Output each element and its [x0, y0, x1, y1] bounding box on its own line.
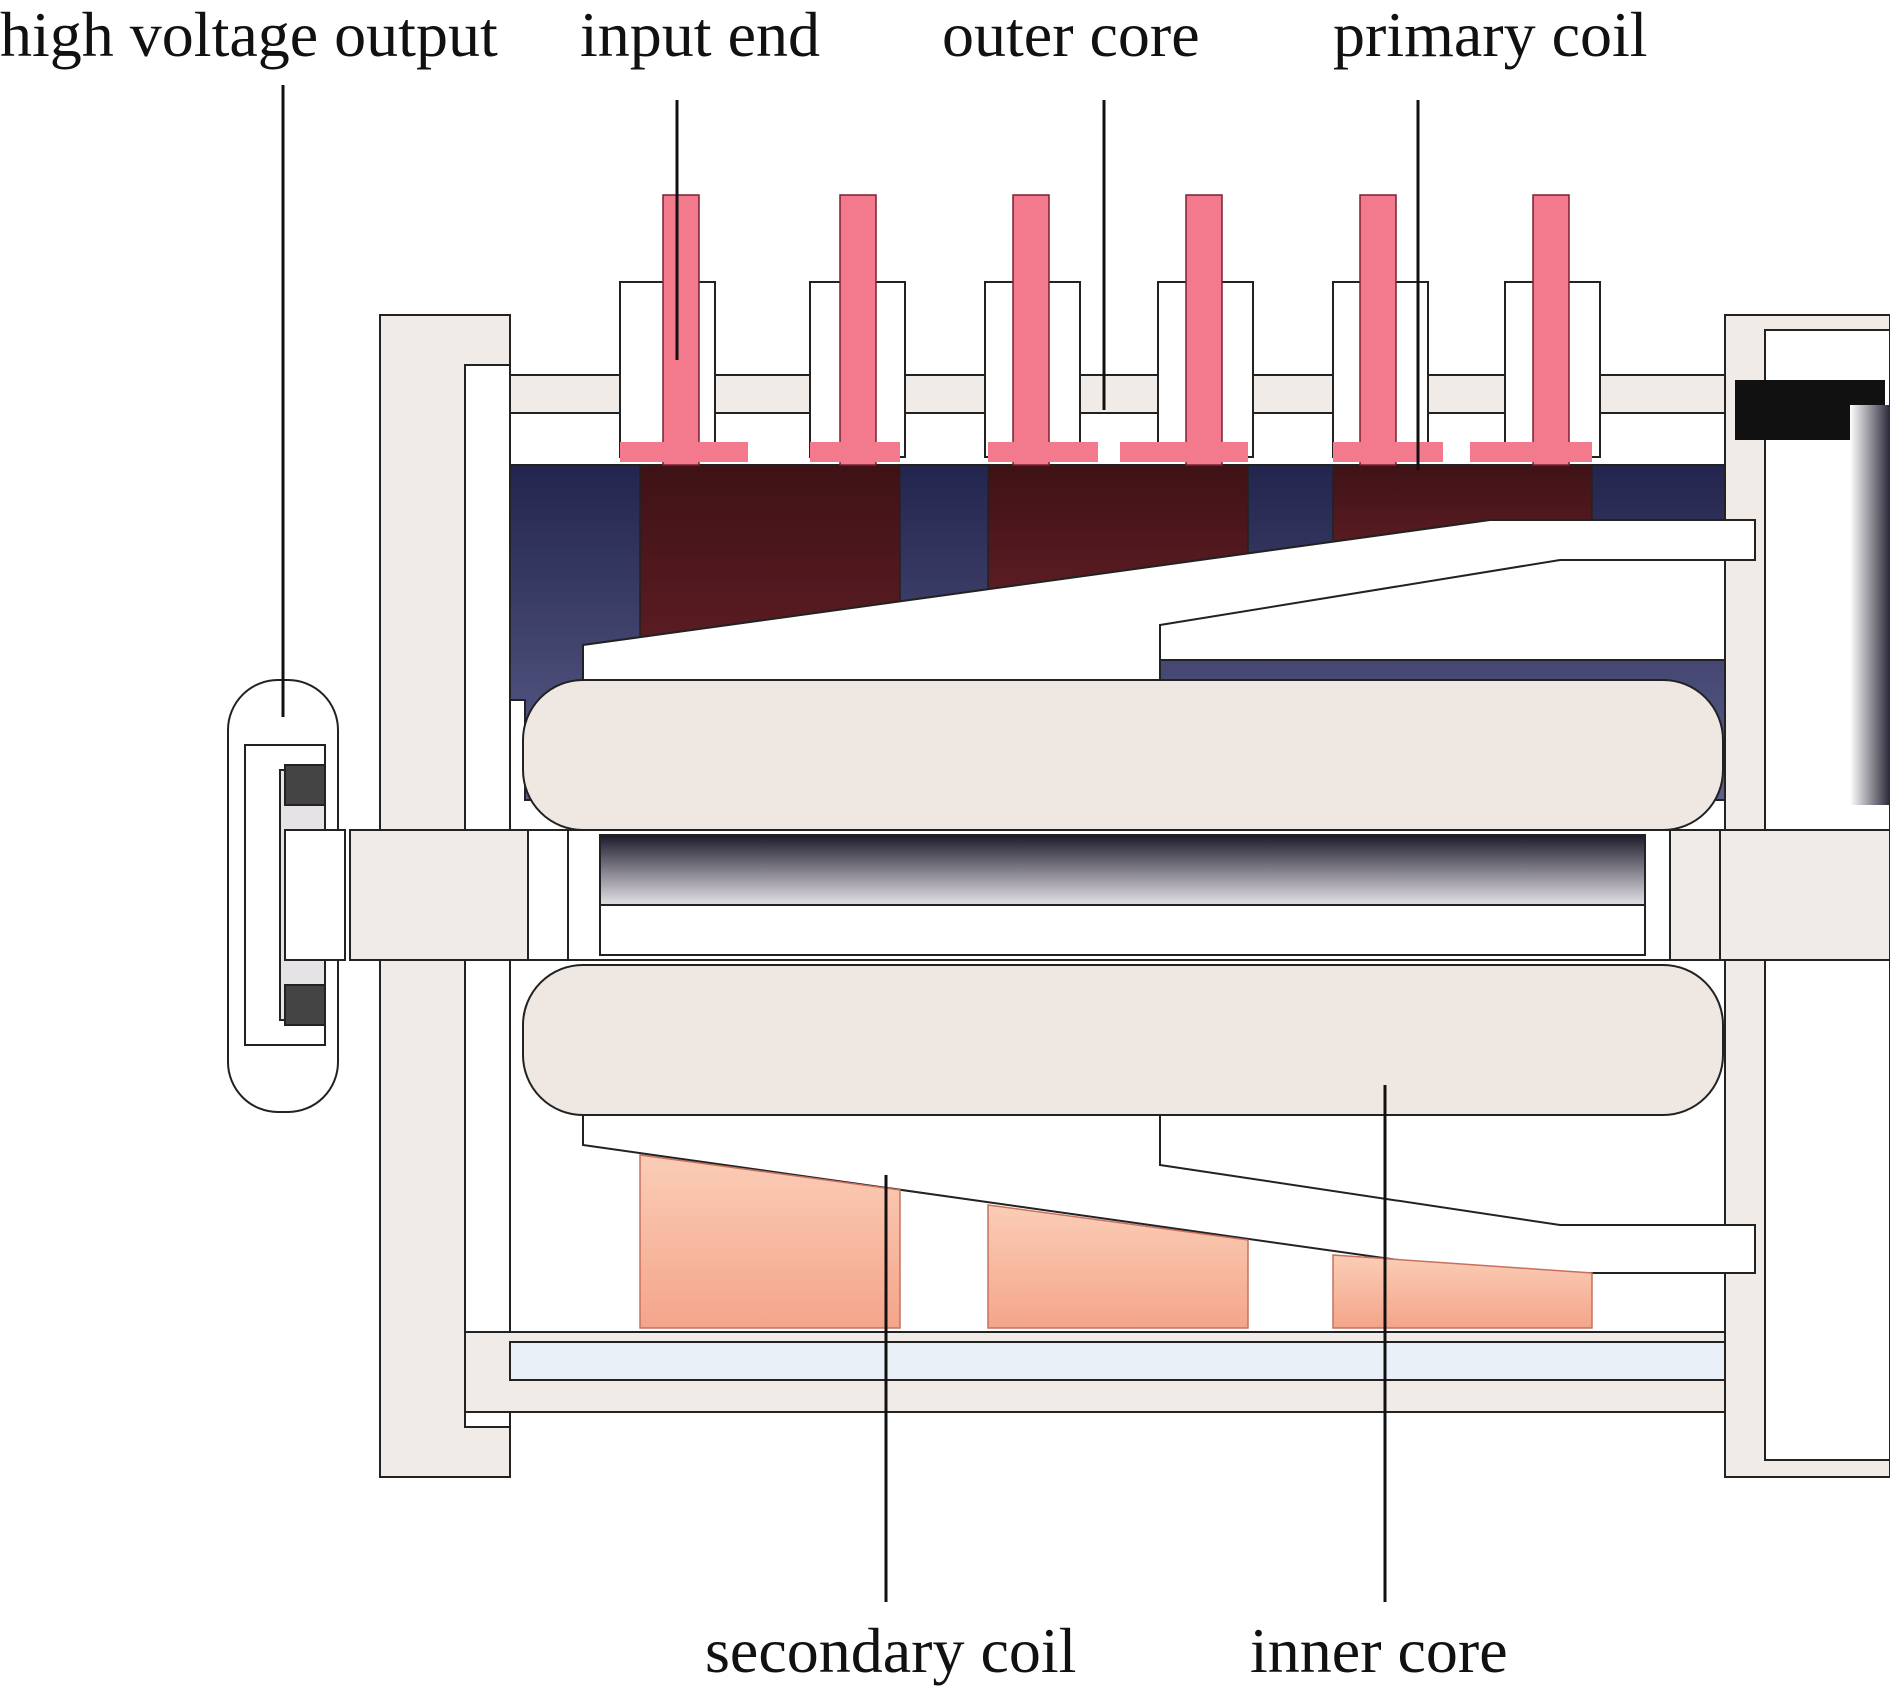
label-high-voltage-output: high voltage output: [0, 0, 498, 70]
secondary-coil: [639, 1154, 1593, 1329]
label-primary-coil: primary coil: [1333, 0, 1648, 70]
primary-coil: [639, 464, 1593, 641]
input-terminal: [1120, 194, 1254, 466]
input-terminal: [1332, 194, 1443, 466]
label-input-end: input end: [580, 0, 820, 70]
leader-lines: [281, 85, 1420, 1602]
right-end-cap: [1850, 405, 1890, 805]
input-terminal: [984, 194, 1098, 466]
inner-core-upper: [522, 679, 1724, 831]
label-inner-core: inner core: [1250, 1615, 1508, 1686]
input-terminal: [1470, 194, 1601, 466]
high-voltage-output-terminal: [227, 679, 346, 1113]
input-terminal: [619, 194, 748, 466]
input-end-terminals: [619, 194, 1601, 466]
inner-core-lower: [522, 964, 1724, 1116]
input-terminal: [809, 194, 906, 466]
label-secondary-coil: secondary coil: [705, 1615, 1076, 1686]
label-outer-core: outer core: [942, 0, 1200, 70]
central-tube: [349, 829, 1890, 961]
